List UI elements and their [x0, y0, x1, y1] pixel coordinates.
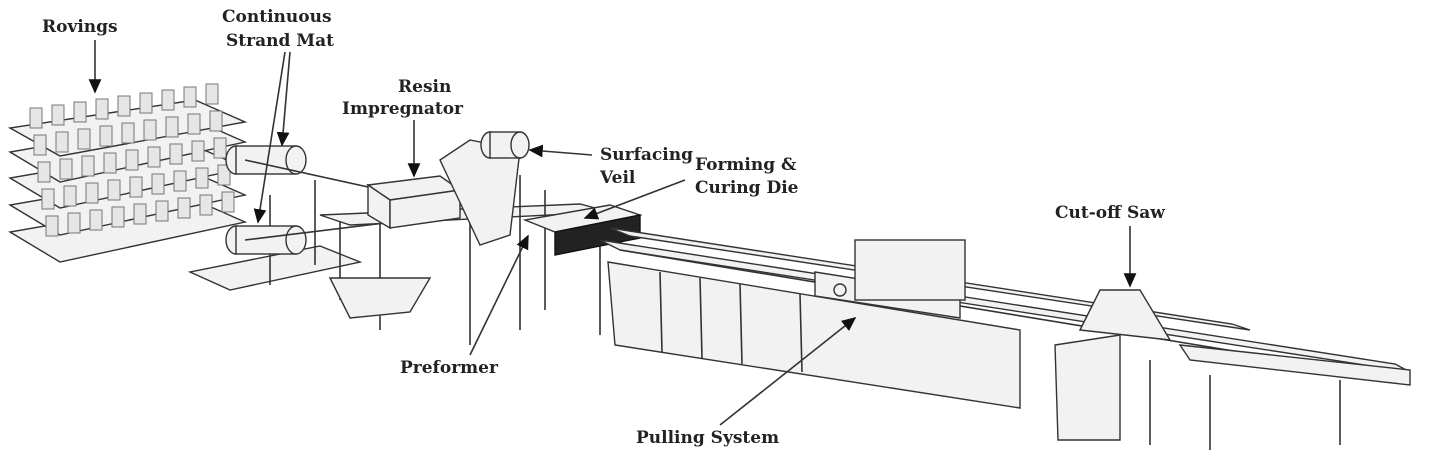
roving-spool — [183, 86, 197, 108]
roving-spool — [99, 125, 113, 147]
label-pulling: Pulling System — [636, 428, 779, 448]
roving-spool — [67, 212, 81, 234]
roving-spool — [33, 134, 47, 156]
arrow-die — [583, 179, 686, 220]
roving-spool — [41, 188, 55, 210]
roving-spool — [73, 101, 87, 123]
roving-spool — [103, 152, 117, 174]
roving-spool — [169, 143, 183, 165]
label-resin-2: Impregnator — [342, 99, 464, 119]
roving-spool — [55, 131, 69, 153]
arrow-preformer — [469, 234, 529, 356]
preformer — [439, 131, 546, 330]
roving-spool — [125, 149, 139, 171]
roving-spool — [151, 173, 165, 195]
roving-spool — [45, 215, 59, 237]
roving-spool — [77, 128, 91, 150]
arrow-strand-mat-bottom — [253, 51, 286, 224]
roving-spool — [199, 194, 213, 216]
arrow-pulling — [719, 317, 857, 426]
roving-spool — [89, 209, 103, 231]
roving-spool — [195, 167, 209, 189]
roving-spool — [221, 191, 235, 213]
roving-spool — [173, 170, 187, 192]
roving-spool — [81, 155, 95, 177]
roving-spool — [95, 98, 109, 120]
label-veil-2: Veil — [599, 168, 636, 188]
roving-spool — [133, 203, 147, 225]
label-rovings: Rovings — [42, 17, 118, 37]
roving-spool — [213, 137, 227, 159]
label-strand-mat-1: Continuous — [222, 7, 332, 27]
roving-spool — [29, 107, 43, 129]
roving-spool — [107, 179, 121, 201]
label-resin-1: Resin — [398, 77, 451, 97]
roving-spool — [191, 140, 205, 162]
roving-spool — [37, 161, 51, 183]
rovings-creel — [7, 83, 248, 263]
roving-spool — [165, 116, 179, 138]
roving-spool — [205, 83, 219, 105]
roving-spool — [177, 197, 191, 219]
label-strand-mat-2: Strand Mat — [226, 31, 334, 51]
roving-spool — [161, 89, 175, 111]
roving-spool — [117, 95, 131, 117]
roving-spool — [143, 119, 157, 141]
label-veil-1: Surfacing — [600, 145, 693, 165]
roving-spool — [51, 104, 65, 126]
label-die-1: Forming & — [695, 155, 797, 175]
arrow-strand-mat-top — [276, 51, 291, 147]
roving-spool — [63, 185, 77, 207]
roving-spool — [129, 176, 143, 198]
label-saw: Cut-off Saw — [1055, 203, 1165, 223]
roving-spool — [85, 182, 99, 204]
roving-spool — [217, 164, 231, 186]
roving-spool — [147, 146, 161, 168]
roving-spool — [111, 206, 125, 228]
cutoff-saw-machine — [1054, 289, 1411, 450]
label-die-2: Curing Die — [695, 178, 799, 198]
roving-spool — [155, 200, 169, 222]
arrow-veil — [528, 144, 593, 158]
roving-spool — [209, 110, 223, 132]
roving-spool — [139, 92, 153, 114]
roving-spool — [59, 158, 73, 180]
roving-spool — [187, 113, 201, 135]
curing-die — [522, 204, 643, 256]
label-preformer: Preformer — [400, 358, 499, 378]
roving-spool — [121, 122, 135, 144]
pulling-system-machine — [607, 239, 1021, 409]
